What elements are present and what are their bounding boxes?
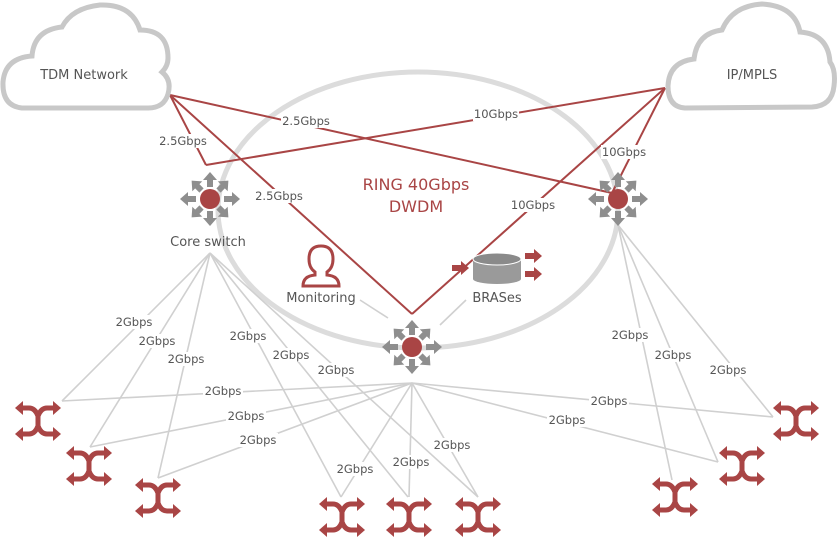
arrow-out-icon xyxy=(525,249,542,281)
link-label: 2Gbps xyxy=(273,348,310,362)
cross-connect-icon[interactable] xyxy=(66,446,112,486)
user-icon xyxy=(301,244,341,288)
link-label: 2Gbps xyxy=(240,433,277,447)
arrow-in-icon xyxy=(452,261,469,275)
cross-connect-icon[interactable] xyxy=(773,401,819,441)
cross-connect-icon[interactable] xyxy=(652,477,698,517)
link-bottom-to-xc3 xyxy=(157,382,413,479)
core-switch-label: Core switch xyxy=(170,235,246,250)
link-label: 2Gbps xyxy=(612,328,649,342)
cross-connect-icon[interactable] xyxy=(386,497,432,537)
database-icon xyxy=(472,252,522,284)
cross-connect-icon[interactable] xyxy=(319,497,365,537)
cross-connect-icon[interactable] xyxy=(455,497,501,537)
brases-label: BRASes xyxy=(472,291,522,306)
link-label: 2Gbps xyxy=(655,348,692,362)
link-monitoring xyxy=(359,299,389,319)
link-label: 2Gbps xyxy=(434,438,471,452)
link-label: 2Gbps xyxy=(116,315,153,329)
link-label: 2Gbps xyxy=(318,363,355,377)
cloud-ip-mpls[interactable]: IP/MPLS xyxy=(665,1,837,111)
link-bottom-to-xc4 xyxy=(340,382,413,498)
cloud-tdm-network[interactable]: TDM Network xyxy=(0,2,172,111)
link-tdm-to-right xyxy=(169,94,613,194)
bottom-access-links xyxy=(61,382,774,498)
cross-connect-icon[interactable] xyxy=(135,478,181,518)
link-label: 2Gbps xyxy=(228,409,265,423)
link-tdm-to-bottom xyxy=(169,94,413,315)
link-label: 2Gbps xyxy=(710,363,747,377)
link-label: 2.5Gbps xyxy=(282,114,330,128)
link-label: 2Gbps xyxy=(393,455,430,469)
cloud-label-ipmpls: IP/MPLS xyxy=(727,68,778,83)
switch-icon xyxy=(588,172,648,226)
link-label: 10Gbps xyxy=(474,107,518,121)
link-label: 2Gbps xyxy=(230,329,267,343)
cloud-label-tdm: TDM Network xyxy=(39,68,128,83)
link-label: 2Gbps xyxy=(205,384,242,398)
link-label: 2.5Gbps xyxy=(255,189,303,203)
cross-connect-icon[interactable] xyxy=(719,446,765,486)
link-brases xyxy=(439,299,467,326)
link-tdm-to-core xyxy=(169,94,207,166)
link-label: 2Gbps xyxy=(549,413,586,427)
bottom-switch[interactable] xyxy=(382,320,442,374)
link-label: 10Gbps xyxy=(602,145,646,159)
ring-label-line1: RING 40Gbps xyxy=(363,175,470,194)
link-ip-to-core xyxy=(205,87,666,166)
monitoring-label: Monitoring xyxy=(286,291,356,306)
link-right-to-xc9 xyxy=(617,224,673,481)
core-access-links xyxy=(61,252,479,498)
monitoring-node[interactable]: Monitoring xyxy=(286,244,356,306)
right-switch[interactable] xyxy=(588,172,648,226)
link-core-to-xc5 xyxy=(209,252,409,498)
link-label: 2Gbps xyxy=(337,462,374,476)
link-right-to-xc8 xyxy=(617,224,719,463)
link-label: 2Gbps xyxy=(168,352,205,366)
link-label: 10Gbps xyxy=(511,198,555,212)
link-right-to-xc7 xyxy=(617,224,774,418)
ring-label-line2: DWDM xyxy=(389,197,443,216)
uplink-labels: 2.5Gbps 2.5Gbps 2.5Gbps 10Gbps 10Gbps 10… xyxy=(158,107,647,212)
link-bottom-to-xc5 xyxy=(408,382,413,498)
brases-node[interactable]: BRASes xyxy=(452,249,542,306)
link-label: 2Gbps xyxy=(139,334,176,348)
right-access-links xyxy=(617,224,774,481)
switch-icon xyxy=(180,172,240,226)
switch-icon xyxy=(382,320,442,374)
link-label: 2Gbps xyxy=(591,394,628,408)
link-label: 2.5Gbps xyxy=(159,134,207,148)
cross-connect-icon[interactable] xyxy=(15,401,61,441)
core-switch[interactable] xyxy=(180,172,240,226)
link-core-to-xc4 xyxy=(209,252,342,498)
access-link-labels: 2Gbps 2Gbps 2Gbps 2Gbps 2Gbps 2Gbps 2Gbp… xyxy=(114,315,748,476)
link-core-to-xc2 xyxy=(89,252,211,448)
